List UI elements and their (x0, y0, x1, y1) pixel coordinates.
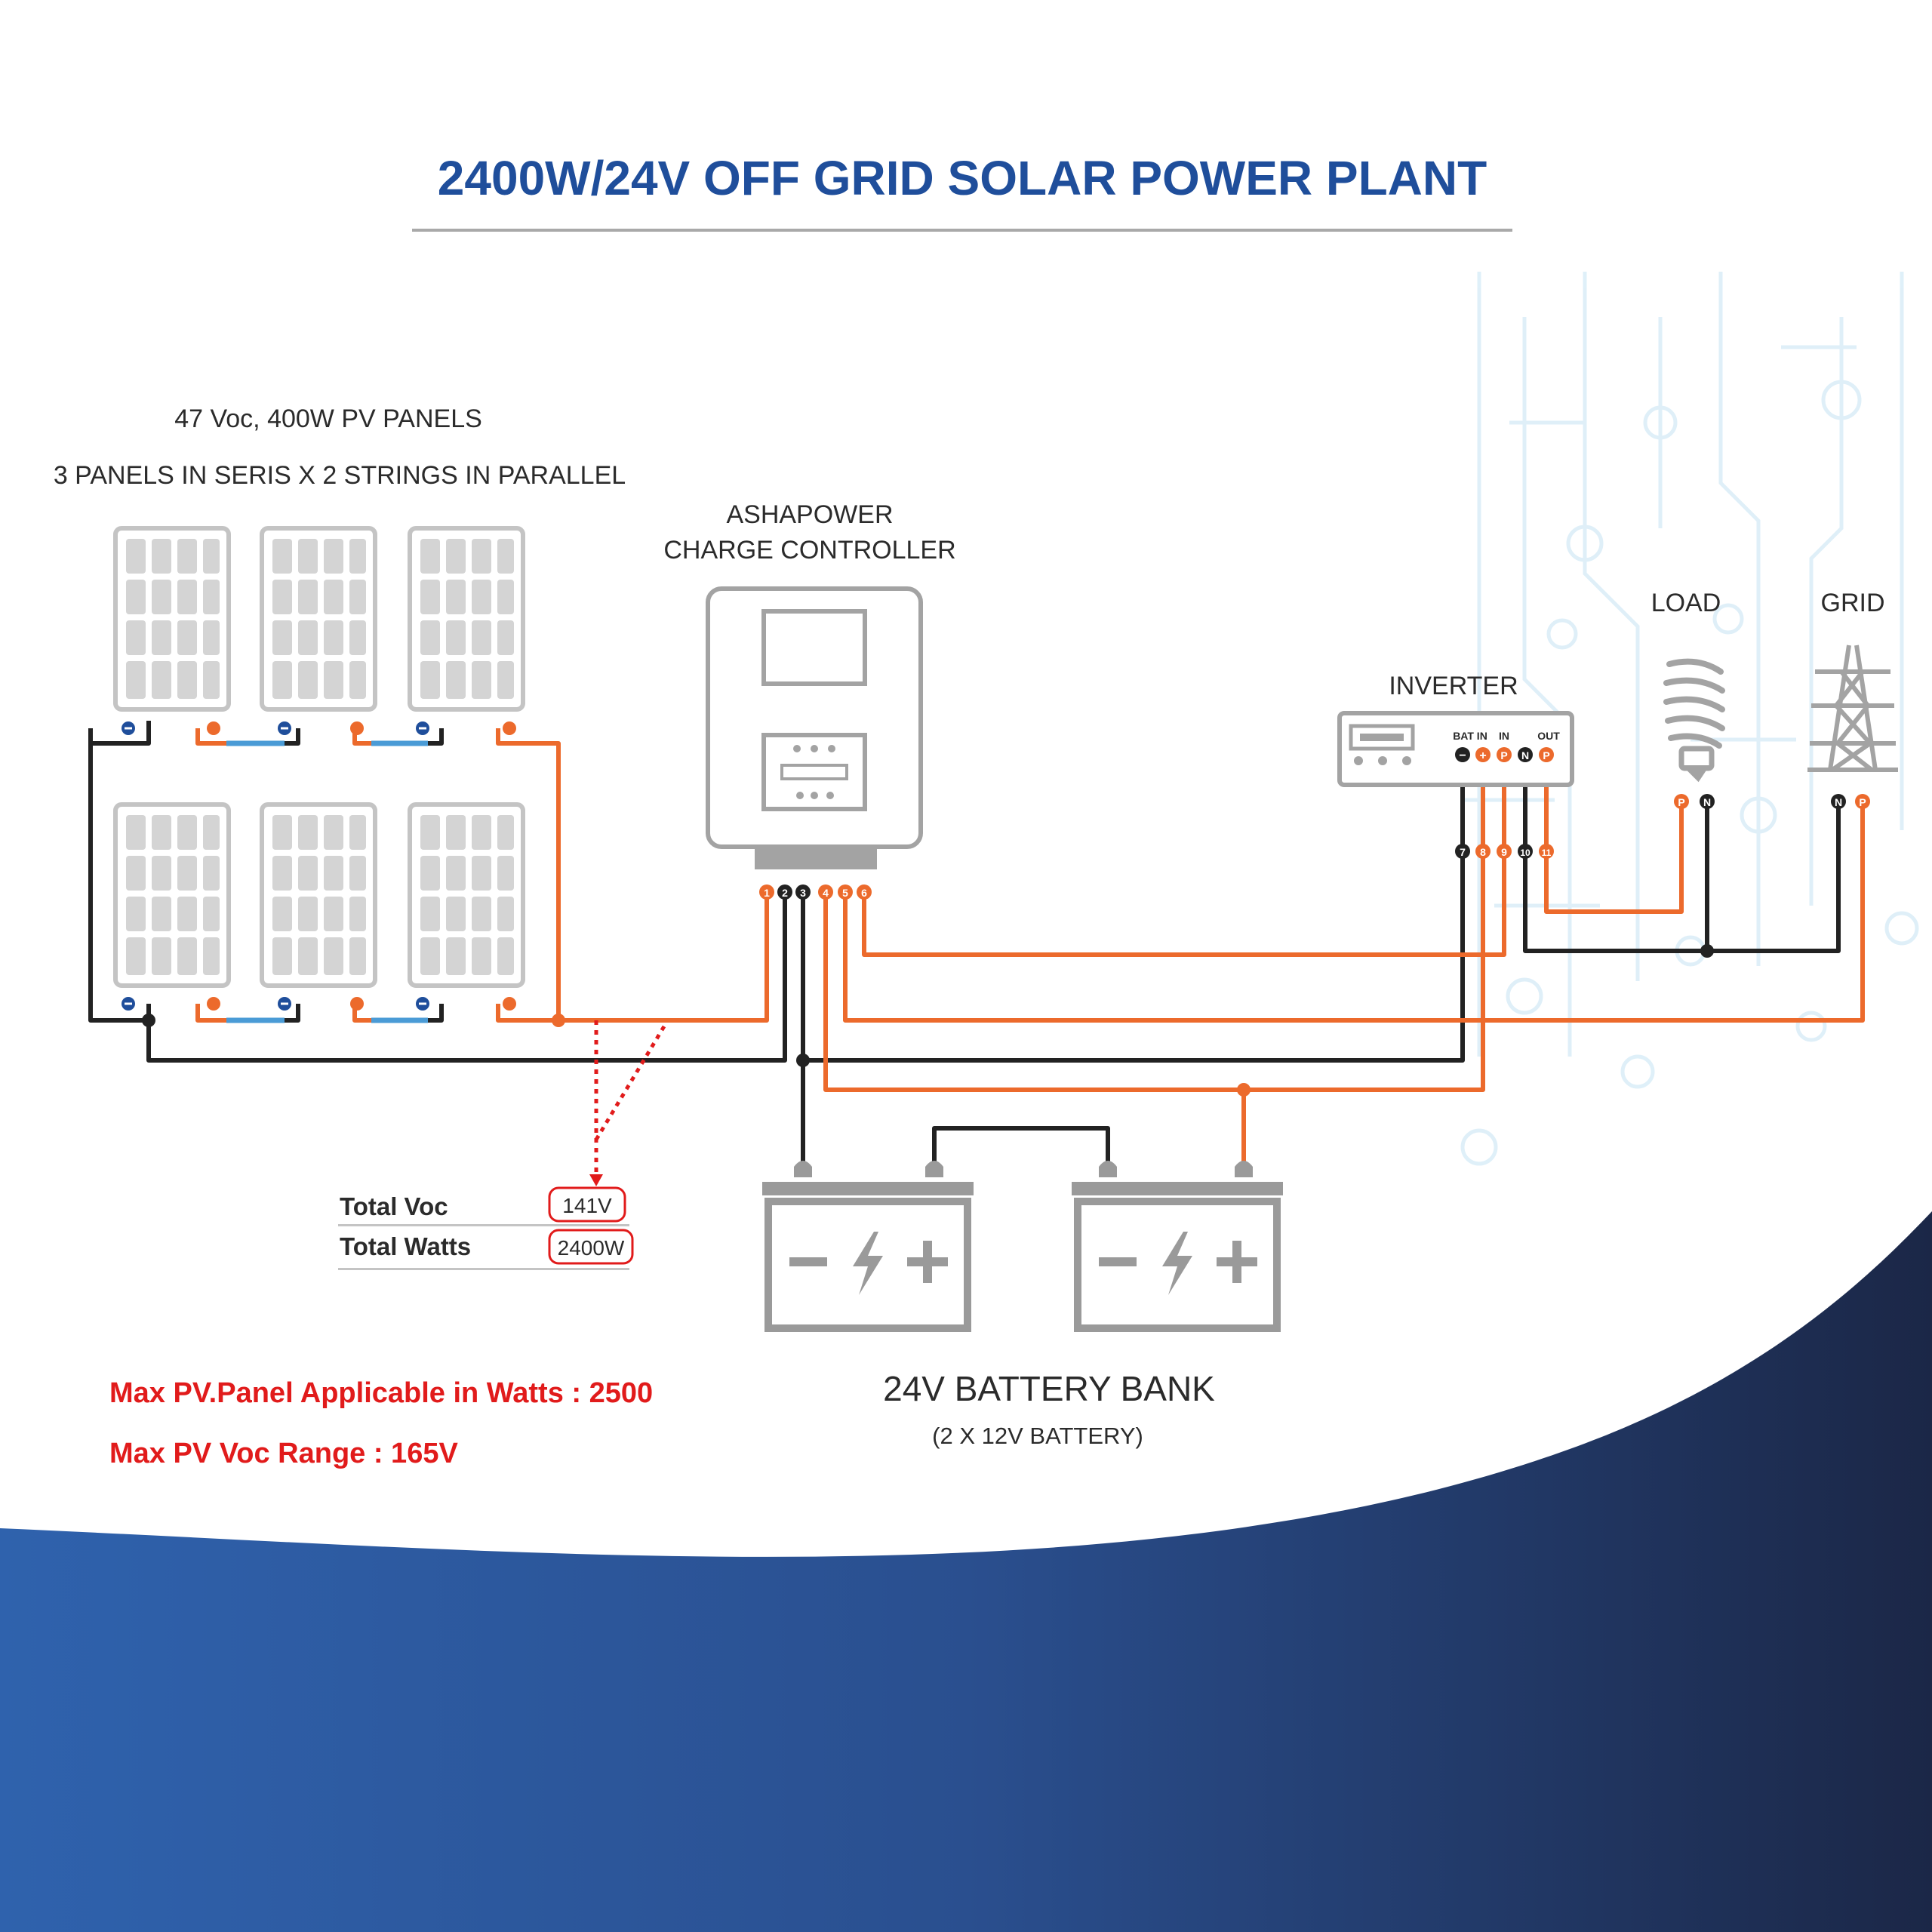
controller-terminal-5: 5 (842, 887, 848, 899)
bottom-wave (0, 1211, 1932, 1932)
title-underline (412, 229, 1512, 232)
inverter-top-terminal-in-p: P (1500, 749, 1507, 761)
controller-label-line2: CHARGE CONTROLLER (663, 536, 955, 565)
controller-label-line1: ASHAPOWER (726, 500, 893, 529)
controller-terminal-6: 6 (861, 887, 867, 899)
inverter-in-label: IN (1499, 730, 1509, 742)
controller-terminal-1: 1 (764, 887, 770, 899)
series-links (226, 740, 428, 1023)
pv-array (115, 528, 523, 986)
inverter-top-terminals: − + P N P (1455, 747, 1554, 762)
controller-terminals: 1 2 3 4 5 6 (759, 884, 872, 900)
load-terminal-n: N (1703, 796, 1711, 808)
inverter-top-terminal-pos: + (1479, 749, 1486, 762)
controller-terminal-2: 2 (782, 887, 788, 899)
inverter (1337, 711, 1574, 787)
total-voc-box (548, 1186, 626, 1223)
controller-terminal-4: 4 (823, 887, 829, 899)
pv-panel (262, 528, 375, 709)
inverter-bat-in-label: BAT IN (1453, 730, 1487, 742)
inverter-terminal-7: 7 (1460, 846, 1466, 858)
inverter-out-label: OUT (1537, 730, 1560, 742)
junctions (142, 944, 1714, 1097)
totals-pointer (594, 1020, 666, 1177)
battery-icon (1072, 1182, 1283, 1328)
pv-spec-caption: 47 Voc, 400W PV PANELS (174, 405, 482, 433)
inverter-terminal-10: 10 (1520, 848, 1531, 858)
grid-terminals: N P (1831, 794, 1870, 809)
circuit-background (1460, 272, 1919, 1166)
total-voc-value: 141V (562, 1194, 612, 1217)
inverter-terminal-8: 8 (1480, 846, 1486, 858)
battery-icon (762, 1182, 974, 1328)
pv-config-caption: 3 PANELS IN SERIS X 2 STRINGS IN PARALLE… (54, 461, 626, 490)
total-watts-label: Total Watts (340, 1232, 471, 1260)
inverter-top-terminal-neg: − (1459, 749, 1466, 762)
totals-divider (338, 1224, 629, 1226)
pv-panel (262, 804, 375, 986)
total-watts-value: 2400W (558, 1236, 625, 1260)
grid-terminal-p: P (1859, 796, 1866, 808)
inverter-top-terminal-n: N (1521, 749, 1529, 761)
battery-terminals (794, 1161, 1253, 1177)
transmission-tower-icon (1807, 645, 1898, 772)
totals-bottom-rule (338, 1268, 629, 1270)
pv-panel (115, 804, 229, 986)
grid-label: GRID (1821, 589, 1885, 617)
bulb-icon (1663, 658, 1725, 783)
load-label: LOAD (1651, 589, 1721, 617)
pv-panel (115, 528, 229, 709)
charge-controller (706, 586, 923, 869)
max-pv-voc-note: Max PV Voc Range : 165V (109, 1438, 458, 1469)
inverter-terminals: 7 8 9 10 11 (1455, 844, 1554, 859)
controller-terminal-3: 3 (800, 887, 806, 899)
load-terminals: P N (1674, 794, 1715, 809)
inverter-terminal-9: 9 (1501, 846, 1507, 858)
load-terminal-p: P (1678, 796, 1684, 808)
panel-terminals (122, 721, 516, 1011)
inverter-terminal-11: 11 (1542, 848, 1552, 858)
total-watts-box (548, 1229, 634, 1265)
max-pv-watts-note: Max PV.Panel Applicable in Watts : 2500 (109, 1377, 653, 1409)
inverter-top-terminal-out-p: P (1543, 749, 1549, 761)
pointer-arrowhead (589, 1174, 603, 1186)
pv-panel (410, 528, 523, 709)
grid-terminal-n: N (1835, 796, 1842, 808)
pv-panel (410, 804, 523, 986)
inverter-label: INVERTER (1389, 672, 1518, 700)
battery-bank-label: 24V BATTERY BANK (883, 1369, 1215, 1408)
battery-bank-sublabel: (2 X 12V BATTERY) (932, 1423, 1143, 1449)
total-voc-label: Total Voc (340, 1192, 448, 1220)
page-title: 2400W/24V OFF GRID SOLAR POWER PLANT (438, 151, 1487, 205)
